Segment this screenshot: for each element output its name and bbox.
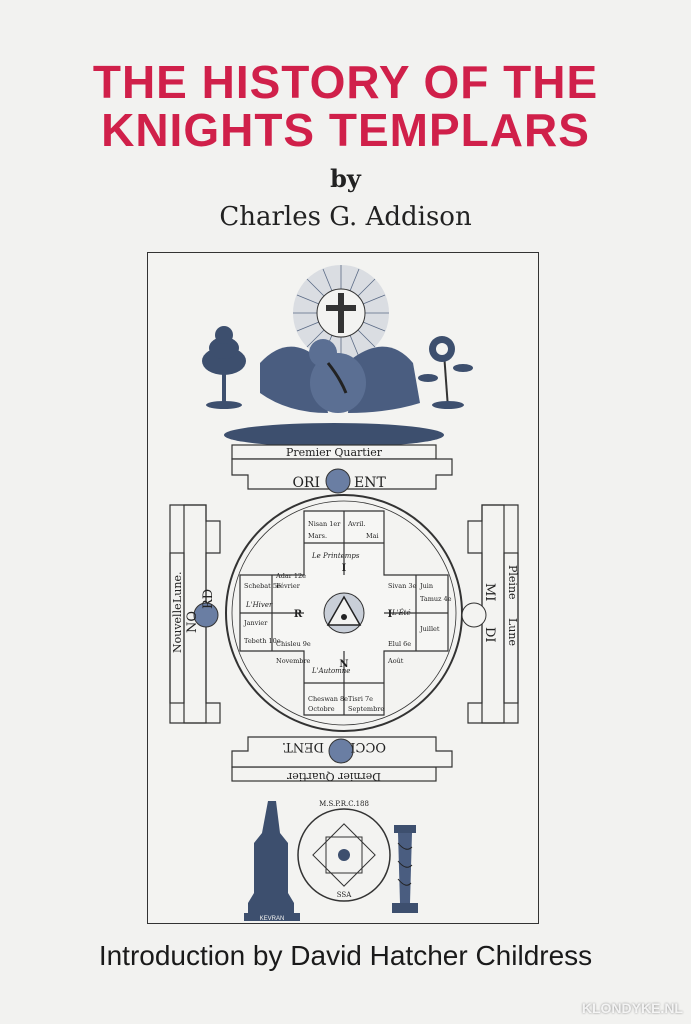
- cross-letter: R: [294, 609, 303, 620]
- month-label: Mars.: [308, 532, 327, 540]
- month-label: Elul 6e: [388, 640, 411, 648]
- cross-letter: I: [388, 609, 393, 620]
- pleine-label: Pleine: [506, 565, 519, 600]
- bottom-quarter-label: Dernier Quartier: [286, 770, 381, 783]
- author-name: Charles G. Addison: [219, 202, 472, 232]
- month-label: Adar 12e: [275, 572, 306, 580]
- month-label: Janvier: [243, 619, 268, 627]
- month-label: Cheswan 8e: [308, 695, 348, 703]
- tower-label: KEVRAN: [260, 916, 285, 922]
- pelican-icon: [224, 339, 444, 447]
- rose-icon: [418, 336, 473, 409]
- seal-text: M.S.P.R.C.188: [319, 800, 369, 808]
- nouvelle-label: Nouvelle: [171, 603, 184, 653]
- introduction-credit: Introduction by David Hatcher Childress: [98, 940, 593, 971]
- sunburst-icon: [293, 265, 389, 361]
- orient-right: ENT: [354, 475, 386, 491]
- seal-sub: SSA: [337, 891, 352, 899]
- occi-right: DENT.: [282, 739, 324, 754]
- nord-right: RD: [201, 589, 216, 609]
- seal-icon: M.S.P.R.C.188 SSA: [297, 800, 391, 902]
- tower-icon: KEVRAN: [244, 801, 300, 922]
- title-line-2: KNIGHTS TEMPLARS: [101, 104, 590, 156]
- title-line-1: THE HISTORY OF THE: [92, 56, 599, 108]
- month-label: Chisleu 9e: [276, 640, 311, 648]
- season-label: L'Hiver: [245, 601, 273, 609]
- month-label: Tisri 7e: [348, 695, 373, 703]
- watermark: KLONDYKE.NL: [581, 1000, 683, 1016]
- month-label: Février: [276, 582, 301, 590]
- occi-left: OCCI: [350, 739, 386, 754]
- nord-left: NO: [185, 611, 200, 633]
- moon-icon-right: [461, 602, 487, 628]
- moon-icon-top: [325, 468, 351, 494]
- month-label: Juin: [419, 582, 433, 590]
- palm-tree-icon: [202, 326, 246, 409]
- month-label: Nisan 1er: [308, 520, 341, 528]
- season-label: L'Automne: [311, 667, 350, 675]
- month-label: Juillet: [419, 625, 440, 633]
- by-line: by: [330, 164, 361, 193]
- illustration-frame: Premier Quartier Dernier Quartier ORI EN…: [147, 252, 539, 924]
- month-label: Novembre: [276, 657, 311, 665]
- top-quarter-label: Premier Quartier: [286, 446, 383, 459]
- month-label: Avril.: [347, 520, 365, 528]
- orient-left: ORI: [292, 475, 320, 491]
- lune-right-label: Lune: [506, 618, 519, 646]
- column-icon: [392, 825, 418, 913]
- season-label: L'Été: [391, 608, 411, 617]
- month-label: Mai: [366, 532, 379, 540]
- month-label: Septembre: [348, 705, 384, 713]
- moon-icon-bottom: [328, 738, 354, 764]
- midi-right: DI: [482, 627, 497, 643]
- eye-triangle-icon: [323, 592, 365, 634]
- month-label: Tebeth 10e: [244, 637, 281, 645]
- cross-letter: N: [339, 659, 348, 670]
- month-label: Octobre: [308, 705, 335, 713]
- month-label: Tamuz 4e: [420, 595, 452, 603]
- moon-icon-left: [193, 602, 219, 628]
- month-label: Août: [387, 657, 404, 665]
- month-label: Sivan 3e: [388, 582, 416, 590]
- cross-letter: I: [342, 563, 347, 574]
- midi-left: MI: [482, 583, 497, 601]
- month-label: Schebat 5e: [244, 582, 281, 590]
- lune-left-label: Lune.: [171, 572, 184, 603]
- templar-diagram: Premier Quartier Dernier Quartier ORI EN…: [169, 265, 519, 922]
- season-label: Le Printemps: [311, 552, 360, 560]
